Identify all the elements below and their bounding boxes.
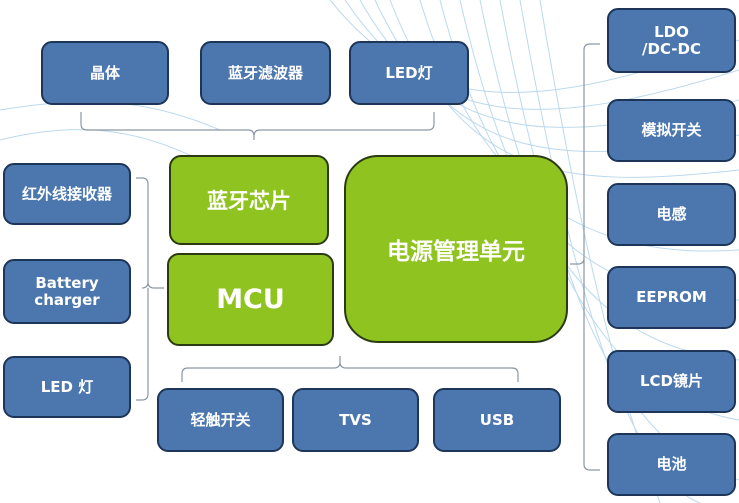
usb-box: USB — [433, 388, 561, 452]
battery-box: 电池 — [607, 433, 736, 496]
power-management-unit-box: 电源管理单元 — [344, 155, 568, 343]
inductor-box: 电感 — [607, 183, 736, 246]
left-led-lamp-box: LED 灯 — [3, 356, 131, 418]
tact-switch-box: 轻触开关 — [157, 388, 284, 452]
bluetooth-chip-box: 蓝牙芯片 — [169, 155, 329, 245]
top-led-lamp-box: LED灯 — [349, 41, 469, 105]
mcu-box: MCU — [167, 253, 334, 346]
battery-charger-box: Battery charger — [3, 259, 131, 324]
bluetooth-filter-box: 蓝牙滤波器 — [200, 41, 331, 105]
eeprom-box: EEPROM — [607, 266, 736, 329]
tvs-box: TVS — [292, 388, 419, 452]
ldo-dcdc-box: LDO /DC-DC — [607, 8, 736, 73]
crystal-box: 晶体 — [41, 41, 169, 105]
infrared-receiver-box: 红外线接收器 — [3, 163, 131, 225]
analog-switch-box: 模拟开关 — [607, 99, 736, 162]
lcd-lens-box: LCD镜片 — [607, 350, 736, 413]
